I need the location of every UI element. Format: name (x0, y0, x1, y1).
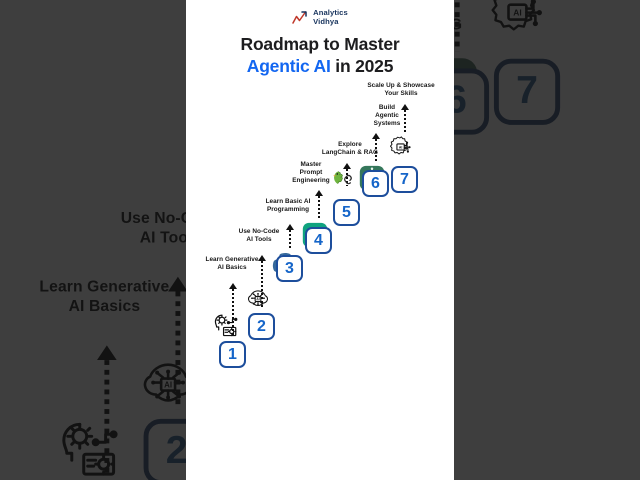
step-label-1: Learn Generative AI Basics (39, 279, 170, 316)
arrow-shaft (231, 289, 234, 335)
step-label-5: Explore LangChain & RAG (321, 141, 379, 156)
step-label-4: Master Prompt Engineering (292, 161, 330, 184)
step-arrow-5 (342, 163, 351, 186)
arrow-shaft (374, 139, 377, 163)
step-arrow-7 (400, 104, 409, 132)
title-accent: Agentic AI (246, 56, 331, 77)
ai-gear-chip-icon: AI (390, 136, 411, 155)
zigzag-arrow-icon (292, 11, 307, 24)
ai-head-circuit-icon (213, 312, 239, 338)
arrow-shaft (345, 169, 348, 186)
step-number-box-7: 7 (391, 166, 418, 193)
title-line-1: Roadmap to Master (240, 34, 400, 54)
step-number-box-2: 2 (248, 313, 275, 340)
step-arrow-3 (285, 224, 294, 248)
step-label-7: Scale Up & Showcase Your Skills (367, 82, 435, 97)
step-number-box-3: 3 (276, 255, 303, 282)
ai-brain-network-icon: AI (248, 290, 268, 307)
langchain-parrot-link-icon (333, 171, 352, 185)
arrow-head-icon (257, 255, 266, 261)
ai-head-circuit-icon (58, 416, 122, 480)
ai-head-circuit-icon (214, 314, 238, 337)
step-arrow-1 (95, 345, 117, 473)
svg-text:AI: AI (399, 145, 402, 149)
arrow-head-icon (95, 345, 116, 361)
step-arrow-6 (445, 0, 467, 52)
step-number-box-4: 4 (305, 227, 332, 254)
arrow-shaft (288, 230, 291, 248)
svg-text:AI: AI (513, 8, 521, 18)
step-number-box-7: 7 (493, 58, 561, 125)
arrow-head-icon (166, 276, 187, 292)
step-label-6: Build Agentic Systems (373, 104, 401, 127)
brand-name-line2: Vidhya (313, 16, 339, 26)
svg-text:AI: AI (164, 381, 172, 390)
arrow-head-icon (228, 283, 237, 289)
svg-text:AI: AI (256, 297, 259, 301)
step-arrow-1 (228, 283, 237, 335)
brand-logo: Analytics Vidhya (186, 8, 454, 26)
roadmap-staircase: Learn Generative AI Basics 1 Use No-Code … (186, 0, 454, 480)
step-arrow-2 (257, 255, 266, 309)
step-label-1: Learn Generative AI Basics (205, 256, 259, 271)
ai-gear-chip-icon: AI (487, 0, 551, 46)
arrow-head-icon (371, 133, 380, 139)
step-label-2: Use No-Code AI Tools (238, 228, 280, 243)
title-rest: in 2025 (330, 56, 394, 77)
arrow-shaft (103, 360, 109, 473)
langchain-parrot-link-icon (330, 165, 356, 191)
arrow-head-icon (285, 224, 294, 230)
arrow-shaft (260, 261, 263, 309)
page-title: Roadmap to Master Agentic AI in 2025 (186, 33, 454, 78)
main-card: Analytics Vidhya Roadmap to Master Agent… (186, 0, 454, 480)
ai-gear-chip-icon: AI (491, 0, 542, 31)
step-number-box-6: 6 (362, 170, 389, 197)
arrow-shaft (403, 110, 406, 132)
arrow-shaft (453, 0, 459, 52)
brand-name-line1: Analytics (313, 8, 348, 17)
ai-gear-chip-icon: AI (388, 135, 414, 161)
ai-brain-network-icon: AI (245, 286, 271, 312)
arrow-head-icon (342, 163, 351, 169)
step-arrow-2 (166, 276, 188, 410)
step-number-box-5: 5 (333, 199, 360, 226)
title-line-2: Agentic AI in 2025 (186, 55, 454, 77)
ai-head-circuit-icon (62, 422, 118, 476)
arrow-shaft (174, 291, 180, 410)
arrow-shaft (317, 196, 320, 220)
arrow-head-icon (314, 190, 323, 196)
step-number-box-1: 1 (219, 341, 246, 368)
arrow-head-icon (400, 104, 409, 110)
step-label-3: Learn Basic AI Programming (265, 198, 311, 213)
step-arrow-4 (314, 190, 323, 220)
step-arrow-6 (371, 133, 380, 163)
brand-name: Analytics Vidhya (313, 8, 348, 26)
